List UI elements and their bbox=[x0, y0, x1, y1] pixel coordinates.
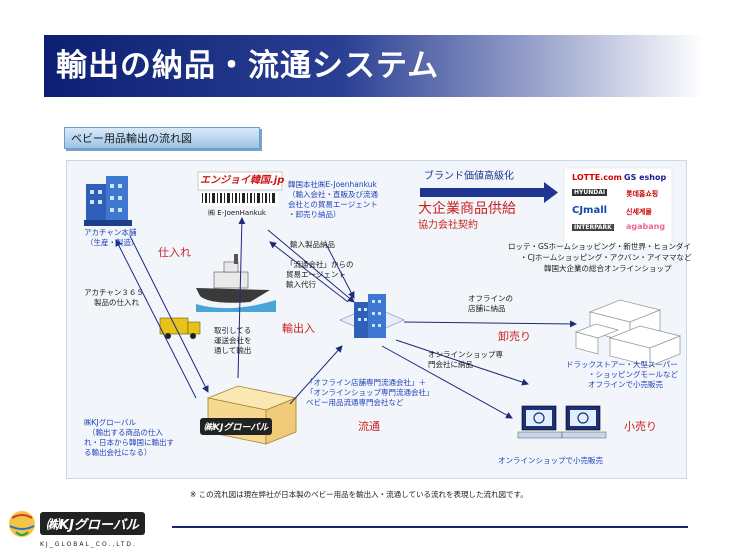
retail-partners-3: 韓国大企業の総合オンラインショップ bbox=[544, 264, 672, 273]
online-store-label-2: 門会社に納品 bbox=[428, 360, 473, 369]
kj-label-1: ㈱KJグローバル bbox=[84, 418, 137, 427]
distribution-companies-3: ベビー用品流通専門会社など bbox=[306, 398, 404, 407]
retail-partners-2: ・CJホームショッピング・アクバン・アイママなど bbox=[520, 253, 692, 262]
customs-label-3: 通して輸出 bbox=[214, 346, 252, 355]
customs-label-1: 取引してる bbox=[214, 326, 252, 335]
kj-label-4: る輸出会社になる） bbox=[84, 448, 152, 457]
stage-label-shiire: 仕入れ bbox=[158, 246, 191, 259]
sales-label-1: アカチャン３６５ bbox=[84, 288, 144, 297]
import-sales-label: 輸入製品納品 bbox=[290, 240, 335, 249]
korea-hq-text-3: 会社との貿易エージェント bbox=[288, 200, 378, 209]
online-store-label-1: オンラインショップ専 bbox=[428, 350, 503, 359]
kj-label-2: （輸出する商品の仕入 bbox=[88, 428, 163, 437]
retail-partners-1: ロッテ・GSホームショッピング・新世界・ヒョンダイ bbox=[508, 242, 691, 251]
big-supply-label: 大企業商品供給 bbox=[418, 201, 516, 217]
partner-logo-cjmall: CJmall bbox=[572, 205, 608, 216]
manufacturer-label-1: アカチャン本舗 bbox=[84, 228, 137, 237]
distributor-agent-1: 「流通会社」からの bbox=[286, 260, 354, 269]
brand-upgrade-label: ブランド価値高級化 bbox=[424, 171, 514, 182]
partner-logo-shinsegae: 신세계몰 bbox=[626, 208, 652, 216]
manufacturer-label-2: （生産・製造） bbox=[86, 238, 139, 247]
brand-arrow bbox=[420, 182, 558, 203]
partner-logo-agabang: agabang bbox=[626, 222, 666, 231]
distributor-agent-3: 輸入代行 bbox=[286, 280, 316, 289]
korea-hq-text-1: 韓国本社㈱E-Joenhankuk bbox=[288, 180, 377, 189]
korea-brand-logo: エンジョイ韓国.jp bbox=[200, 175, 285, 186]
korea-hq-logo-icon bbox=[197, 171, 283, 206]
stage-label-yushutsu: 輸出入 bbox=[282, 322, 315, 335]
partner-contract-label: 協力会社契約 bbox=[418, 220, 478, 231]
partner-logo-lotte: LOTTE.com bbox=[572, 173, 622, 182]
distribution-companies-2: 「オンラインショップ専門流通会社」 bbox=[306, 388, 434, 397]
partner-logo-gs: GS eshop bbox=[624, 173, 667, 182]
offline-store-label-1: オフラインの bbox=[468, 294, 513, 303]
footnote: ※ この流れ図は現在弊社が日本製のベビー用品を輸出入・流通している流れを表現した… bbox=[190, 490, 528, 499]
korea-brand-sub: ㈱ E-JoenHankuk bbox=[208, 209, 266, 217]
manufacturer-building-icon bbox=[84, 176, 132, 226]
online-retail-label: オンラインショップで小売販売 bbox=[498, 456, 603, 465]
offline-store-boxes-icon bbox=[574, 299, 682, 367]
drugstore-label-2: ・ショッピングモールなど bbox=[588, 370, 678, 379]
footer-logo: ㈱KJグローバル bbox=[40, 512, 145, 535]
stage-label-oroshi: 卸売り bbox=[498, 330, 531, 343]
partner-logos-panel bbox=[563, 167, 673, 247]
footer-logo-sub: KJ_GLOBAL_CO.,LTD. bbox=[40, 541, 137, 548]
kj-label-3: れ・日本から韓国に輸出す bbox=[84, 438, 174, 447]
partner-logo-lotte-homeshopping: 롯데홈쇼핑 bbox=[626, 190, 659, 198]
stage-label-kouri: 小売り bbox=[624, 420, 657, 433]
drugstore-label-1: ドラックストアー・大型スーパー bbox=[566, 360, 678, 369]
partner-logo-hyundai: HYUNDAI bbox=[572, 189, 608, 196]
title-bar bbox=[44, 35, 704, 97]
sales-label-2: 製品の仕入れ bbox=[94, 298, 139, 307]
partner-logo-interpark: INTERPARK bbox=[572, 224, 614, 231]
stage-label-ryutsu: 流通 bbox=[358, 420, 380, 433]
customs-label-2: 運送会社を bbox=[214, 336, 252, 345]
korea-hq-text-2: （輸入会社・直販及び流通 bbox=[288, 190, 378, 199]
section-label: ベビー用品輸出の流れ図 bbox=[64, 127, 260, 149]
page-title: 輸出の納品・流通システム bbox=[56, 48, 440, 84]
kj-badge-logo: ㈱KJグローバル bbox=[200, 418, 273, 435]
distribution-companies-1: 「オフライン店舗専門流通会社」＋ bbox=[306, 378, 426, 387]
cargo-ship-icon bbox=[196, 254, 276, 312]
truck-icon bbox=[159, 317, 201, 339]
distributor-agent-2: 貿易エージェント bbox=[286, 270, 346, 279]
footer-rule bbox=[172, 526, 688, 528]
offline-store-label-2: 店舗に納品 bbox=[468, 304, 506, 313]
distribution-building-icon bbox=[339, 294, 405, 338]
online-computers-icon bbox=[517, 405, 607, 439]
flow-arrows bbox=[115, 217, 577, 419]
drugstore-label-3: オフラインで小売販売 bbox=[588, 380, 663, 389]
korea-hq-text-4: ・卸売り納品） bbox=[288, 210, 341, 219]
